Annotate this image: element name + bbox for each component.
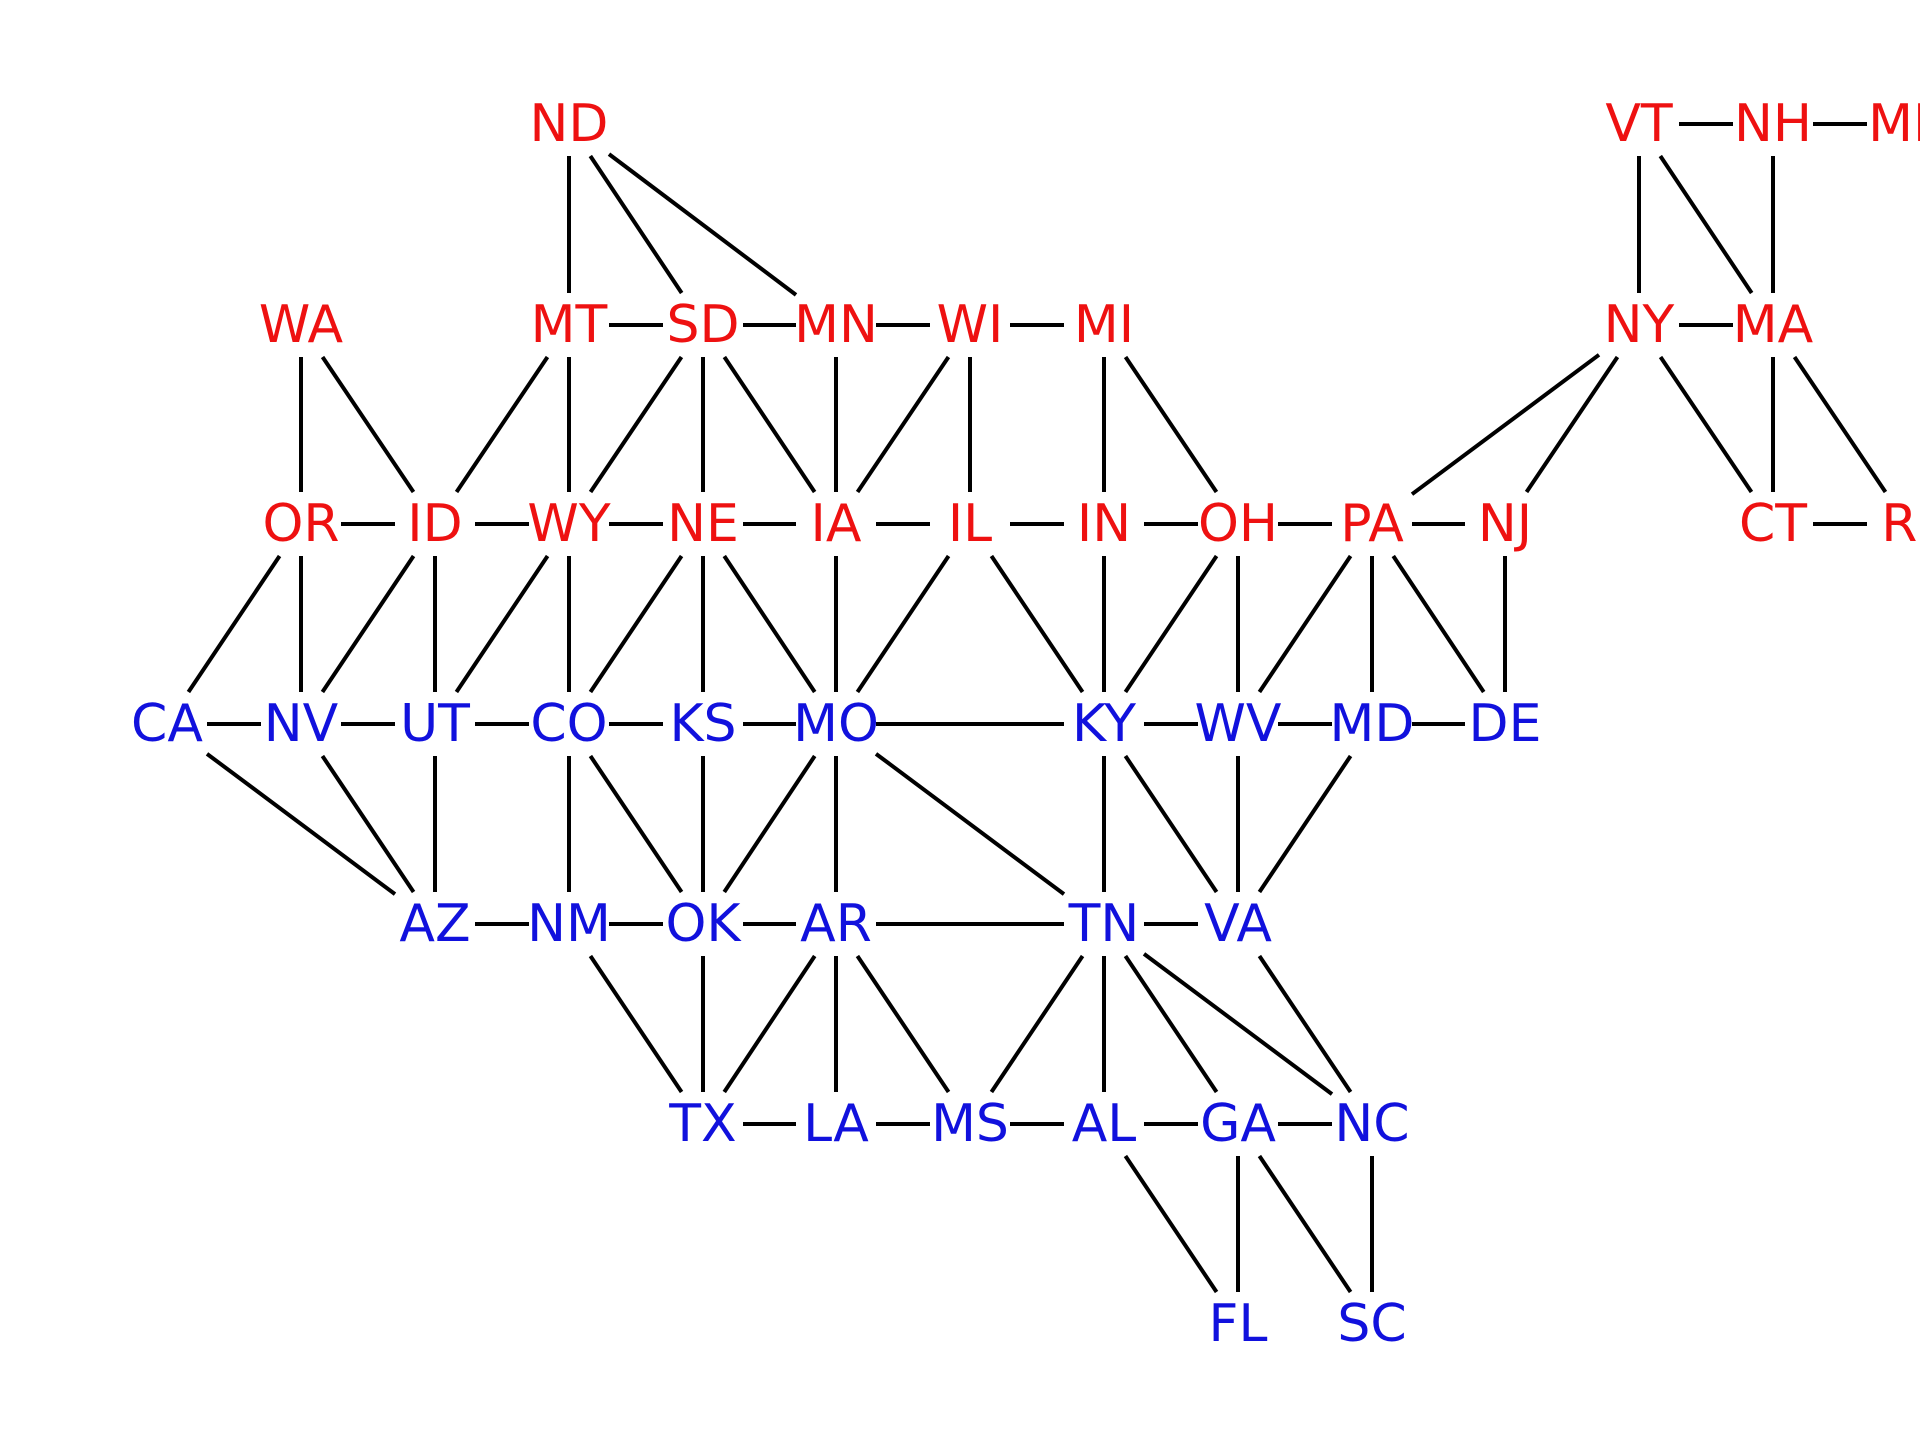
node-ct: CT xyxy=(1739,494,1807,554)
node-il: IL xyxy=(948,494,992,554)
edge-il-ky xyxy=(989,554,1085,694)
node-tn: TN xyxy=(1068,894,1140,954)
edge-nm-tx xyxy=(588,954,684,1094)
edge-mo-tn xyxy=(874,752,1066,896)
node-wa: WA xyxy=(259,295,344,355)
node-vt: VT xyxy=(1605,94,1673,154)
node-ks: KS xyxy=(669,694,736,754)
edge-sd-wy xyxy=(588,355,684,494)
edge-ne-co xyxy=(588,554,684,694)
edge-tn-ga xyxy=(1123,954,1219,1094)
edge-ny-ct xyxy=(1658,355,1754,494)
node-ny: NY xyxy=(1604,295,1675,355)
node-wi: WI xyxy=(937,295,1004,355)
edge-sd-ia xyxy=(722,355,817,494)
node-ky: KY xyxy=(1072,694,1136,754)
node-ga: GA xyxy=(1200,1094,1276,1154)
edge-or-ca xyxy=(186,554,282,694)
node-oh: OH xyxy=(1198,494,1278,554)
edge-pa-de xyxy=(1391,554,1486,694)
edge-wi-ia xyxy=(855,355,951,494)
node-me: ME xyxy=(1868,94,1920,154)
node-fl: FL xyxy=(1209,1294,1268,1354)
node-nc: NC xyxy=(1334,1094,1409,1154)
node-ma: MA xyxy=(1733,295,1814,355)
node-wv: WV xyxy=(1195,694,1282,754)
edge-il-mo xyxy=(855,554,951,694)
edge-pa-wv xyxy=(1257,554,1353,694)
node-mo: MO xyxy=(793,694,879,754)
node-ms: MS xyxy=(931,1094,1009,1154)
node-ca: CA xyxy=(131,694,203,754)
node-ne: NE xyxy=(667,494,739,554)
edge-co-ok xyxy=(588,754,684,894)
node-or: OR xyxy=(262,494,339,554)
edge-mo-ok xyxy=(722,754,817,894)
node-sd: SD xyxy=(666,295,739,355)
edge-ky-va xyxy=(1123,754,1219,894)
edge-nd-mn xyxy=(607,152,798,297)
node-sc: SC xyxy=(1337,1294,1406,1354)
edge-id-nv xyxy=(320,554,416,694)
node-in: IN xyxy=(1077,494,1131,554)
node-mi: MI xyxy=(1074,295,1134,355)
edge-md-va xyxy=(1257,754,1353,894)
node-al: AL xyxy=(1072,1094,1137,1154)
edge-tn-ms xyxy=(989,954,1085,1094)
edge-ar-ms xyxy=(855,954,951,1094)
node-ia: IA xyxy=(811,494,862,554)
edge-va-nc xyxy=(1257,954,1353,1094)
node-va: VA xyxy=(1204,894,1272,954)
edge-ca-az xyxy=(205,752,397,896)
edge-tn-nc xyxy=(1142,952,1334,1096)
node-ut: UT xyxy=(400,694,470,754)
node-mn: MN xyxy=(794,295,878,355)
node-ar: AR xyxy=(800,894,872,954)
node-nh: NH xyxy=(1734,94,1812,154)
edge-ny-pa xyxy=(1410,353,1601,496)
node-md: MD xyxy=(1330,694,1415,754)
edge-mi-oh xyxy=(1123,355,1219,494)
node-nv: NV xyxy=(264,694,339,754)
edge-wy-ut xyxy=(454,554,550,694)
node-nj: NJ xyxy=(1478,494,1532,554)
node-pa: PA xyxy=(1340,494,1404,554)
edge-mt-id xyxy=(454,355,550,494)
edge-vt-ma xyxy=(1658,154,1754,295)
node-co: CO xyxy=(530,694,607,754)
edge-nv-az xyxy=(320,754,416,894)
node-mt: MT xyxy=(531,295,608,355)
node-la: LA xyxy=(803,1094,869,1154)
edge-al-fl xyxy=(1123,1154,1219,1294)
edge-ny-nj xyxy=(1524,355,1620,494)
node-nd: ND xyxy=(530,94,609,154)
node-nm: NM xyxy=(527,894,611,954)
edge-oh-ky xyxy=(1123,554,1219,694)
node-tx: TX xyxy=(668,1094,736,1154)
node-id: ID xyxy=(407,494,462,554)
node-wy: WY xyxy=(527,494,610,554)
node-de: DE xyxy=(1469,694,1542,754)
edge-wa-id xyxy=(320,355,416,494)
edge-ga-sc xyxy=(1257,1154,1353,1294)
edge-nd-sd xyxy=(588,154,684,295)
node-ri: RI xyxy=(1881,494,1920,554)
edge-ne-mo xyxy=(722,554,817,694)
nodes-layer: ND VT NH ME WA MT SD MN WI MI NY MA OR ID WY NE IA IL IN OH… xyxy=(131,94,1920,1354)
edges-layer xyxy=(186,122,1888,1294)
node-az: AZ xyxy=(399,894,470,954)
edge-ar-tx xyxy=(722,954,817,1094)
edge-ma-ri xyxy=(1792,355,1888,494)
node-ok: OK xyxy=(665,894,742,954)
